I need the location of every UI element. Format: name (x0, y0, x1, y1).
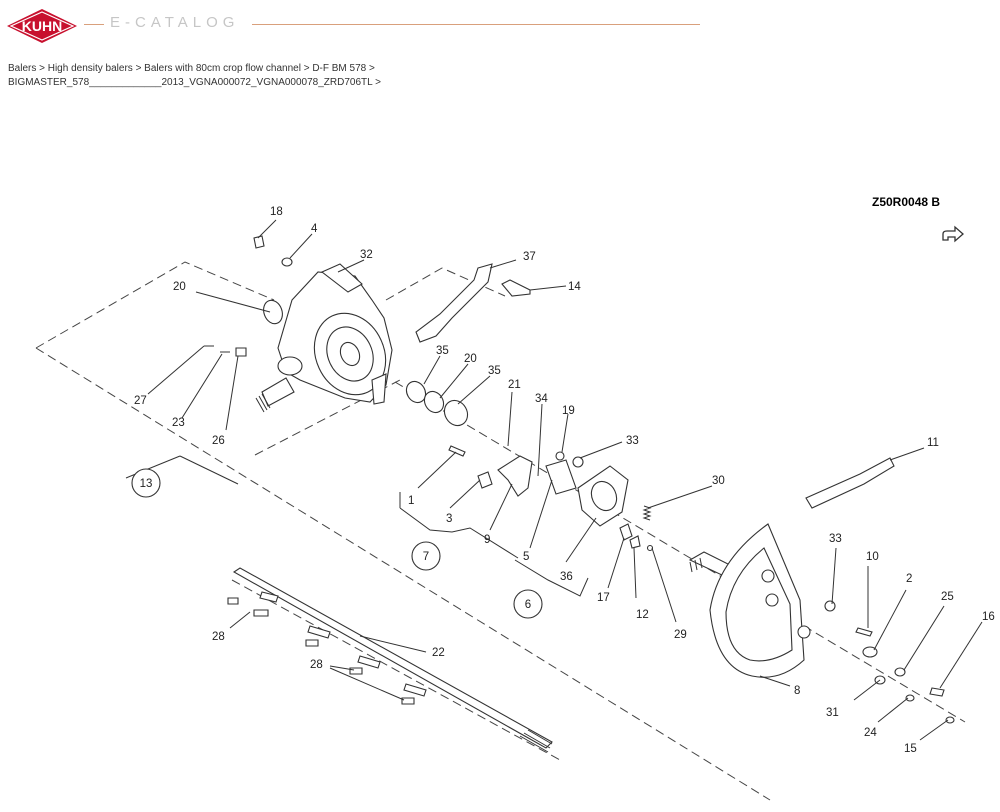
group-callout-13[interactable]: 13 (131, 468, 161, 498)
callout[interactable]: 33 (829, 533, 842, 545)
callout[interactable]: 1 (408, 495, 414, 507)
callout[interactable]: 4 (311, 223, 318, 235)
kuhn-logo[interactable]: KUHN (6, 8, 78, 44)
washer (905, 694, 915, 702)
group-label: 7 (423, 551, 429, 563)
clutch-disc (688, 523, 811, 678)
callout[interactable]: 25 (941, 591, 954, 603)
bolt (501, 279, 531, 297)
callout[interactable]: 34 (535, 393, 548, 405)
washer (894, 667, 906, 677)
bushing (477, 471, 493, 489)
callout[interactable]: 14 (568, 281, 581, 293)
callout[interactable]: 28 (310, 659, 323, 671)
callout[interactable]: 26 (212, 435, 225, 447)
breadcrumb-line-2[interactable]: BIGMASTER_578_____________2013_VGNA00007… (8, 77, 381, 88)
leader-lines (125, 219, 983, 741)
bolt (929, 687, 945, 697)
callout[interactable]: 18 (270, 206, 283, 218)
header: KUHN E-CATALOG (0, 0, 1000, 50)
o-ring (405, 380, 427, 404)
bolt (855, 627, 873, 637)
breadcrumb: Balers > High density balers > Balers wi… (8, 62, 381, 90)
callout[interactable]: 2 (906, 573, 912, 585)
callout[interactable]: 22 (432, 647, 445, 659)
callout[interactable]: 9 (484, 534, 490, 546)
gearbox-housing (255, 263, 393, 413)
o-ring (423, 390, 445, 414)
callout[interactable]: 35 (436, 345, 449, 357)
shaft-axis-line (231, 579, 561, 761)
drive-shaft (232, 567, 553, 753)
callout[interactable]: 33 (626, 435, 639, 447)
nut (945, 716, 955, 724)
callout[interactable]: 35 (488, 365, 501, 377)
callout[interactable]: 10 (866, 551, 879, 563)
center-axis-line (394, 381, 966, 723)
callout[interactable]: 20 (464, 353, 477, 365)
lever-plate (497, 455, 533, 497)
callout[interactable]: 20 (173, 281, 186, 293)
catalog-label: E-CATALOG (110, 14, 240, 31)
breadcrumb-line-1[interactable]: Balers > High density balers > Balers wi… (8, 63, 375, 74)
washer (862, 646, 878, 658)
callout[interactable]: 8 (794, 685, 800, 697)
pin (629, 535, 641, 549)
group-callout-7[interactable]: 7 (411, 541, 441, 571)
callout[interactable]: 31 (826, 707, 839, 719)
pin (448, 445, 466, 457)
pin (619, 523, 633, 541)
bolt (253, 235, 265, 249)
callout[interactable]: 30 (712, 475, 725, 487)
callout[interactable]: 17 (597, 592, 610, 604)
callout[interactable]: 27 (134, 395, 147, 407)
plug (235, 347, 247, 357)
o-ring (263, 299, 283, 325)
callout[interactable]: 5 (523, 551, 529, 563)
callout[interactable]: 29 (674, 629, 687, 641)
callout[interactable]: 23 (172, 417, 185, 429)
callout[interactable]: 3 (446, 513, 452, 525)
logo-text: KUHN (22, 18, 62, 34)
group-label: 6 (525, 599, 531, 611)
nut (572, 456, 584, 468)
part-callouts: 18 4 32 37 14 20 35 20 35 21 34 19 33 27… (134, 206, 995, 755)
callout[interactable]: 36 (560, 571, 573, 583)
assembly-frame-13 (35, 261, 771, 801)
callout[interactable]: 15 (904, 743, 917, 755)
callout[interactable]: 11 (927, 437, 939, 449)
callout[interactable]: 24 (864, 727, 877, 739)
callout[interactable]: 32 (360, 249, 373, 261)
callout[interactable]: 19 (562, 405, 575, 417)
o-ring (443, 399, 469, 427)
arm (805, 457, 895, 509)
washer (281, 257, 293, 267)
callout[interactable]: 28 (212, 631, 225, 643)
header-rule-long (252, 24, 700, 25)
drawing-code: Z50R0048 B (872, 195, 940, 209)
group-label: 13 (140, 478, 153, 490)
shaft-keys (227, 591, 427, 705)
callout[interactable]: 12 (636, 609, 649, 621)
washer (646, 544, 654, 552)
nut (824, 600, 836, 612)
nut (555, 451, 565, 461)
group-callout-6[interactable]: 6 (513, 589, 543, 619)
callout[interactable]: 37 (523, 251, 536, 263)
spacer (545, 459, 577, 495)
share-arrow-icon[interactable] (942, 225, 964, 243)
bracket (415, 263, 493, 343)
header-rule-short (84, 24, 104, 25)
callout[interactable]: 21 (508, 379, 521, 391)
callout[interactable]: 16 (982, 611, 995, 623)
spring (642, 505, 652, 521)
